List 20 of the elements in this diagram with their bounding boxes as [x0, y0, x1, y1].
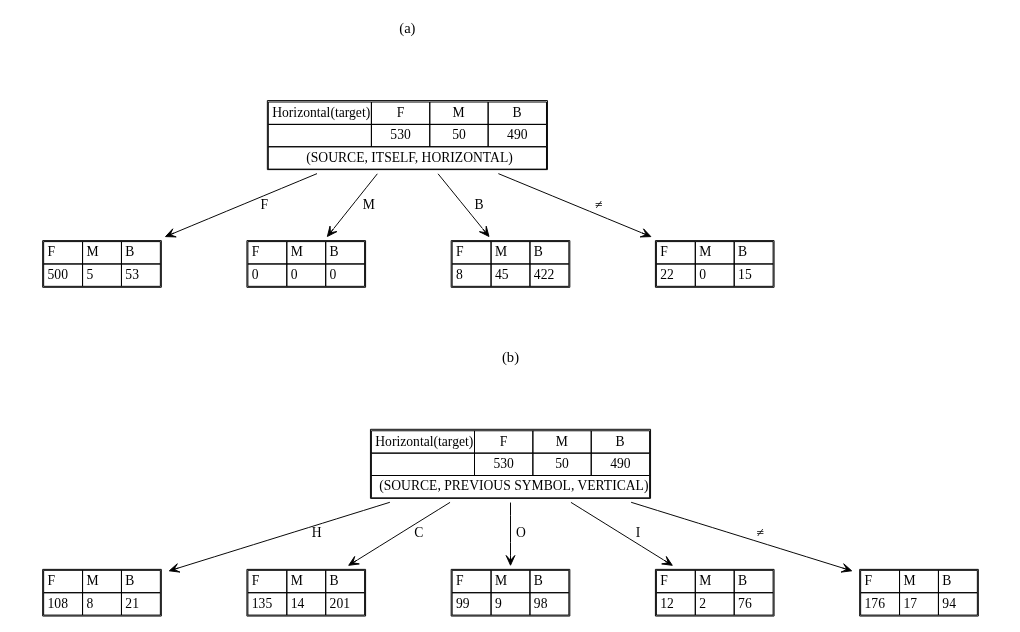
- edge-label: I: [635, 525, 640, 541]
- edge-label: ≠: [594, 196, 602, 212]
- arrow: [497, 173, 651, 238]
- arrow: [326, 173, 378, 237]
- arrow: [347, 501, 451, 566]
- edge-label: C: [413, 525, 423, 541]
- arrow: [505, 502, 515, 566]
- arrow: [164, 173, 317, 238]
- edge-label: B: [474, 196, 484, 212]
- arrow: [569, 501, 673, 566]
- arrow: [168, 501, 390, 573]
- label: (a): [398, 19, 415, 36]
- arrow: [437, 173, 489, 237]
- edge-label: F: [259, 196, 268, 212]
- edge-label: O: [515, 525, 526, 541]
- edge-label: M: [362, 196, 375, 212]
- edge-label: ≠: [755, 525, 764, 541]
- edge-label: H: [311, 525, 322, 541]
- label: (b): [501, 348, 519, 365]
- arrow: [630, 501, 852, 573]
